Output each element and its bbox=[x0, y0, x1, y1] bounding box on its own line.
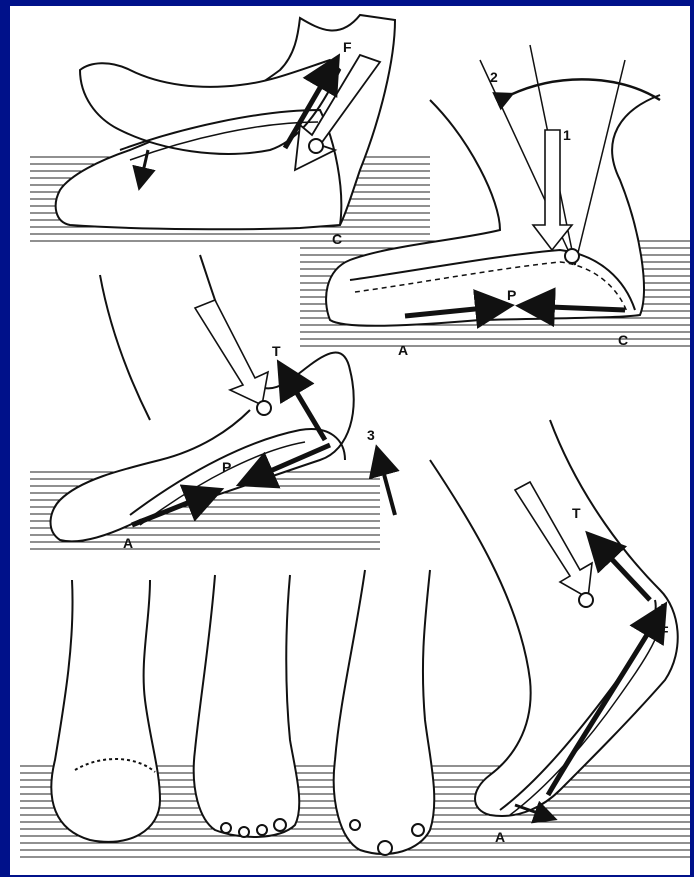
foot-front-view bbox=[194, 575, 300, 837]
foot-front-view-2 bbox=[334, 570, 435, 855]
joint-circle-tiptoe bbox=[579, 593, 593, 607]
label-t-tiptoe: T bbox=[572, 505, 581, 521]
label-f-top: F bbox=[343, 39, 352, 55]
label-2: 2 bbox=[490, 69, 498, 85]
label-a-right: A bbox=[398, 342, 408, 358]
label-a-middle: A bbox=[123, 535, 133, 551]
label-c-top: C bbox=[332, 231, 342, 247]
label-t-middle: T bbox=[272, 343, 281, 359]
label-a-tiptoe: A bbox=[495, 829, 505, 845]
label-c-right: C bbox=[618, 332, 628, 348]
arrow-3 bbox=[378, 452, 395, 515]
heel-back-view bbox=[51, 580, 160, 842]
joint-circle-middle bbox=[257, 401, 271, 415]
joint-circle-right bbox=[565, 249, 579, 263]
hollow-arrow-middle bbox=[195, 300, 268, 405]
joint-circle-top bbox=[309, 139, 323, 153]
label-1: 1 bbox=[563, 127, 571, 143]
label-3: 3 bbox=[367, 427, 375, 443]
foot-tiptoe bbox=[430, 420, 678, 816]
label-p-right: P bbox=[507, 287, 516, 303]
label-p-middle: P bbox=[222, 459, 231, 475]
label-f-tiptoe: F bbox=[660, 623, 669, 639]
